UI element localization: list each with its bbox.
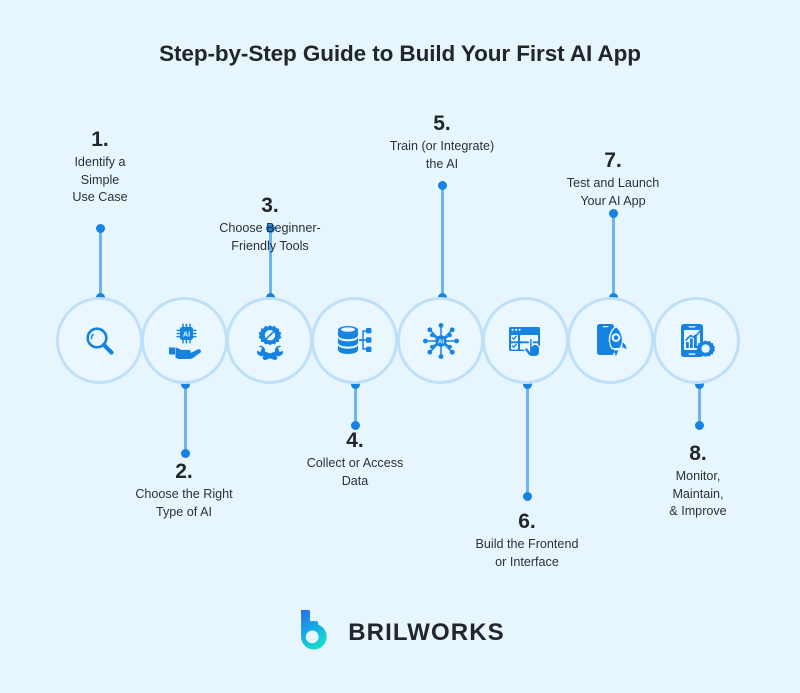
step-text-6: Build the Frontend or Interface <box>475 537 579 569</box>
gear-wrench-icon <box>251 322 289 360</box>
step-label-5: 5. Train (or Integrate) the AI <box>362 111 522 173</box>
database-network-icon <box>336 324 374 358</box>
step-number-4: 4. <box>346 429 364 452</box>
step-label-8: 8. Monitor, Maintain, & Improve <box>638 441 758 521</box>
phone-chart-gear-icon <box>678 322 716 360</box>
step-circle-2[interactable]: AI <box>141 297 228 384</box>
connector-step-8 <box>694 380 704 430</box>
step-number-6: 6. <box>518 510 536 533</box>
step-number-7: 7. <box>604 149 622 172</box>
step-circle-5[interactable]: AI <box>397 297 484 384</box>
step-circle-7[interactable] <box>567 297 654 384</box>
step-number-1: 1. <box>91 128 109 151</box>
step-circle-3[interactable] <box>226 297 313 384</box>
connector-step-2 <box>180 380 190 458</box>
step-text-2: Choose the Right Type of AI <box>135 487 233 519</box>
step-number-2: 2. <box>175 460 193 483</box>
step-number-8: 8. <box>689 442 707 465</box>
page-title: Step-by-Step Guide to Build Your First A… <box>159 41 641 66</box>
step-text-8: Monitor, Maintain, & Improve <box>669 469 727 518</box>
hand-holding-ai-chip-icon: AI <box>166 322 204 359</box>
step-text-1: Identify a Simple Use Case <box>72 155 128 204</box>
step-label-7: 7. Test and Launch Your AI App <box>533 148 693 210</box>
footer-logo: BRILWORKS <box>0 608 800 657</box>
phone-rocket-launch-icon <box>594 322 628 360</box>
step-label-2: 2. Choose the Right Type of AI <box>104 459 264 521</box>
connector-step-7 <box>608 209 618 302</box>
connector-step-6 <box>522 380 532 501</box>
svg-text:AI: AI <box>438 339 444 345</box>
step-text-7: Test and Launch Your AI App <box>566 176 660 208</box>
connector-step-5 <box>437 181 447 302</box>
step-label-3: 3. Choose Beginner- Friendly Tools <box>190 193 350 255</box>
step-number-5: 5. <box>433 112 451 135</box>
connector-step-4 <box>350 380 360 430</box>
step-circle-8[interactable] <box>653 297 740 384</box>
svg-text:AI: AI <box>182 329 189 338</box>
step-circle-4[interactable] <box>311 297 398 384</box>
neural-network-hub-icon: AI <box>422 322 460 360</box>
step-circle-6[interactable] <box>482 297 569 384</box>
step-text-5: Train (or Integrate) the AI <box>389 139 495 171</box>
step-label-4: 4. Collect or Access Data <box>275 428 435 490</box>
brilworks-b-logo-icon <box>295 608 335 657</box>
step-text-3: Choose Beginner- Friendly Tools <box>219 221 321 253</box>
magnifying-glass-icon <box>82 323 118 359</box>
step-label-1: 1. Identify a Simple Use Case <box>40 127 160 207</box>
step-circle-row: AI <box>0 297 800 385</box>
connector-step-1 <box>95 224 105 302</box>
step-number-3: 3. <box>261 194 279 217</box>
logo-wordmark: BRILWORKS <box>348 618 505 646</box>
browser-window-cursor-icon <box>507 324 545 358</box>
step-label-6: 6. Build the Frontend or Interface <box>447 509 607 571</box>
step-text-4: Collect or Access Data <box>306 456 404 488</box>
step-circle-1[interactable] <box>56 297 143 384</box>
